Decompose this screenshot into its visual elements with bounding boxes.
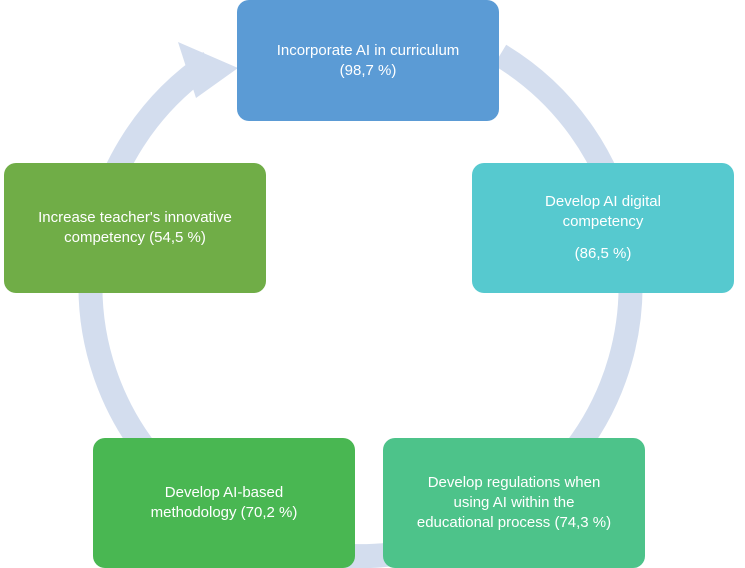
node-regulations-label-1: Develop regulations when: [427, 474, 601, 491]
node-incorporate-ai-label: Incorporate AI in curriculum: [276, 41, 460, 59]
node-innovative-competency-label-1: Increase teacher's innovative: [38, 209, 232, 226]
node-innovative-competency-label-2: competency (54,5 %): [64, 229, 206, 246]
node-digital-competency-label-1: Develop AI digital: [545, 193, 661, 210]
node-incorporate-ai: Incorporate AI in curriculum (98,7 %): [237, 0, 499, 121]
node-digital-competency-percent: (86,5 %): [574, 245, 632, 262]
node-methodology-label-2: methodology (70,2 %): [150, 504, 298, 521]
node-ai-based-methodology: Develop AI-based methodology (70,2 %): [93, 438, 355, 568]
node-methodology-label-1: Develop AI-based: [164, 484, 284, 501]
node-incorporate-ai-percent: (98,7 %): [339, 61, 397, 79]
node-regulations-label-3: educational process (74,3 %): [416, 514, 612, 531]
node-innovative-competency: Increase teacher's innovative competency…: [4, 163, 266, 293]
node-regulations-label-2: using AI within the: [453, 494, 575, 511]
node-digital-competency-label-2: competency: [562, 213, 644, 230]
node-develop-digital-competency: Develop AI digital competency (86,5 %): [472, 163, 734, 293]
cycle-arrowhead: [178, 42, 238, 98]
node-develop-regulations: Develop regulations when using AI within…: [383, 438, 645, 568]
